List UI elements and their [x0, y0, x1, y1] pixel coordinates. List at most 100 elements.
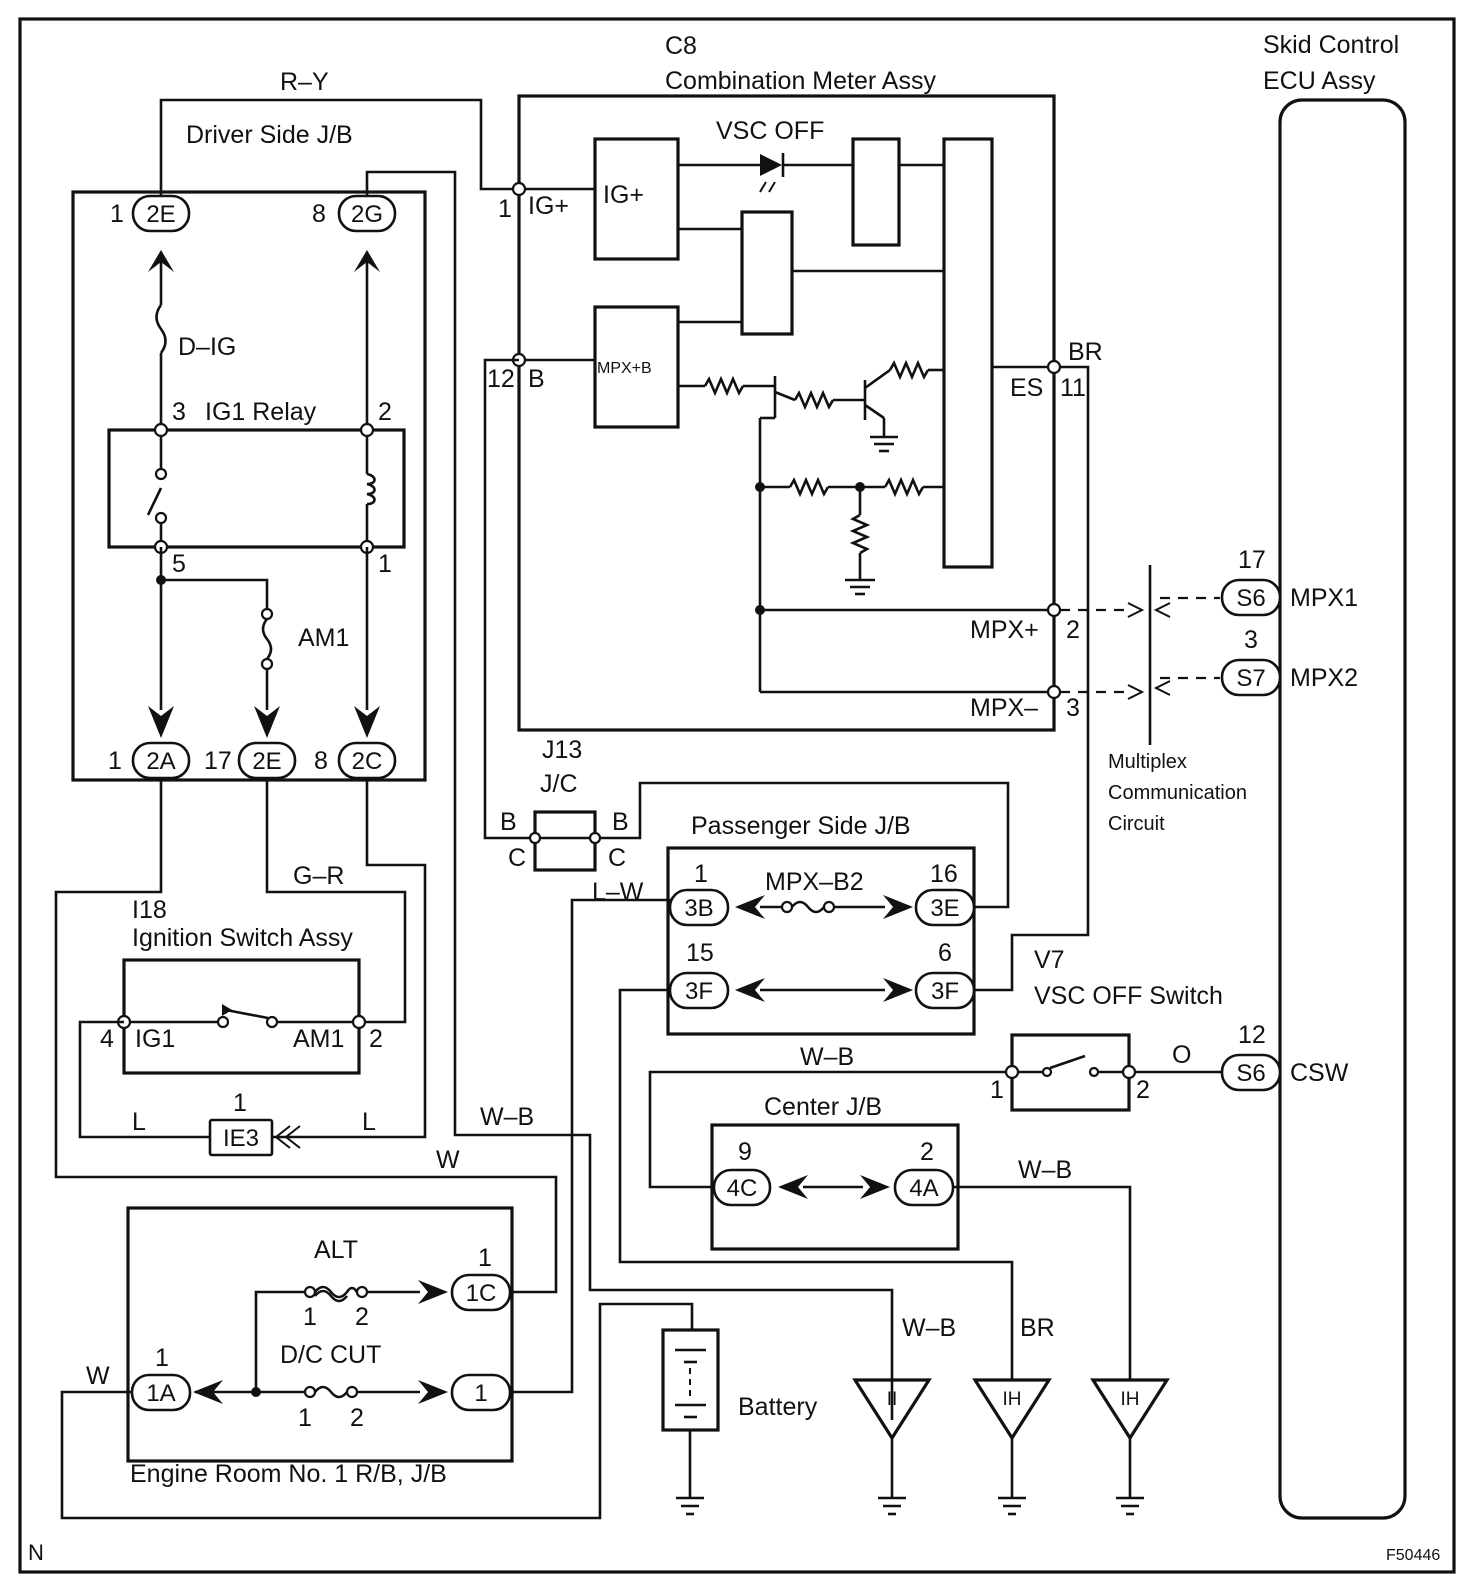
alt-fuse [313, 1285, 359, 1299]
resistor-5 [883, 476, 925, 498]
switch-term-ig1: IG1 [135, 1025, 175, 1053]
arrow-2E-top [148, 250, 174, 272]
skid-ecu-title-1: Skid Control [1263, 31, 1399, 59]
pin-3F-left: 15 [686, 939, 714, 967]
relay-pin-1: 1 [378, 550, 392, 578]
ecu-term-mpx2: MPX2 [1290, 664, 1358, 692]
vsc-pin-2: 2 [1136, 1076, 1150, 1104]
alt-pin-2: 2 [355, 1303, 369, 1331]
l-wire-label-left: L [132, 1108, 146, 1136]
ground-IH-1-label: IH [1003, 1389, 1022, 1410]
pin-1C: 1 [478, 1244, 492, 1272]
vsc-switch-code: V7 [1034, 946, 1065, 974]
mpx-b-box-label: MPX+B [597, 360, 652, 377]
meter-term-b: B [528, 365, 545, 393]
skid-control-ecu-body [1278, 98, 1407, 1520]
connector-3F-right-label: 3F [931, 978, 959, 1005]
combination-meter-box [517, 94, 1056, 732]
pin-ie3: 1 [233, 1089, 247, 1117]
am1-fuse [261, 618, 273, 660]
connector-3E-label: 3E [930, 895, 959, 922]
jc-pin-b-left: B [500, 808, 517, 836]
w-b-wire-label-ii: W–B [902, 1314, 956, 1342]
connector-S6-mpx1-label: S6 [1236, 585, 1265, 612]
connector-4C [712, 1168, 772, 1207]
w-b-wire-label-right: W–B [1018, 1156, 1072, 1184]
jc-pin-c-left: C [508, 844, 526, 872]
connector-2A-label: 2A [146, 748, 175, 775]
alt-pin-1: 1 [303, 1303, 317, 1331]
arrow-2C [354, 706, 380, 738]
ignition-switch-box [122, 958, 361, 1075]
connector-2E-bottom-label: 2E [252, 748, 281, 775]
ig-plus-box-label: IG+ [603, 181, 644, 209]
ground-II-label: II [887, 1389, 898, 1410]
connector-3B [668, 888, 730, 927]
combination-meter-title: Combination Meter Assy [665, 67, 936, 95]
footer-code: F50446 [1386, 1547, 1440, 1564]
arrow-2E-bottom [254, 706, 280, 738]
connector-3F-left-label: 3F [685, 978, 713, 1005]
vsc-off-led-icon [760, 154, 782, 176]
br-wire-label-bottom: BR [1020, 1314, 1055, 1342]
multiplex-label-3: Circuit [1108, 813, 1165, 835]
pin-2A: 1 [108, 747, 122, 775]
center-jb-title: Center J/B [764, 1093, 882, 1121]
dc-cut-fuse-label: D/C CUT [280, 1341, 381, 1369]
connector-S6-csw [1220, 1053, 1282, 1092]
mpx-b2-fuse-label: MPX–B2 [765, 868, 864, 896]
ecu-term-mpx1: MPX1 [1290, 584, 1358, 612]
meter-pin-12: 12 [487, 365, 515, 393]
pin-2E-bottom: 17 [204, 747, 232, 775]
connector-3F-right [914, 971, 976, 1010]
jc-pin-b-right: B [612, 808, 629, 836]
multiplex-label-1: Multiplex [1108, 751, 1187, 773]
connector-3E [914, 888, 976, 927]
meter-term-mpx-minus: MPX– [970, 694, 1038, 722]
g-r-wire-label: G–R [293, 862, 344, 890]
vsc-pin-1: 1 [990, 1076, 1004, 1104]
connector-2G-label: 2G [351, 201, 383, 228]
arrow-1 [418, 1380, 448, 1404]
ignition-switch-code: I18 [132, 896, 167, 924]
c8-code: C8 [665, 32, 697, 60]
ig1-relay-box [107, 428, 406, 549]
pin-4A: 2 [920, 1138, 934, 1166]
relay-pin-2: 2 [378, 398, 392, 426]
meter-pin-1: 1 [498, 195, 512, 223]
am1-fuse-label: AM1 [298, 624, 349, 652]
connector-1A-label: 1A [146, 1380, 175, 1407]
relay-pin-5: 5 [172, 550, 186, 578]
connector-4A-label: 4A [909, 1175, 938, 1202]
mid-logic-box [740, 210, 794, 336]
meter-term-es: ES [1010, 374, 1043, 402]
ig-plus-box [593, 137, 680, 261]
pin-3F-right: 6 [938, 939, 952, 967]
resistor-1 [703, 375, 745, 397]
pin-s6-17: 17 [1238, 546, 1266, 574]
connector-4C-label: 4C [727, 1175, 758, 1202]
pin-1A: 1 [155, 1344, 169, 1372]
pin-2C: 8 [314, 747, 328, 775]
passenger-side-jb-box [666, 846, 976, 1036]
driver-side-jb-box [71, 190, 427, 782]
arrow-1A [193, 1380, 223, 1404]
meter-pin-3: 3 [1066, 694, 1080, 722]
vsc-switch-title: VSC OFF Switch [1034, 982, 1223, 1010]
dc-pin-2: 2 [350, 1404, 364, 1432]
connector-2G [337, 194, 397, 233]
mpx-b-box [593, 305, 680, 429]
connector-1C [450, 1273, 512, 1312]
pin-s7-3: 3 [1244, 626, 1258, 654]
connector-S6-csw-label: S6 [1236, 1060, 1265, 1087]
connector-S7-mpx2 [1220, 658, 1282, 697]
resistor-4 [788, 476, 830, 498]
footer-n: N [28, 1540, 44, 1565]
resistor-3 [888, 359, 930, 381]
arrow-1C [418, 1280, 448, 1304]
connector-IE3 [208, 1118, 274, 1157]
dc-cut-fuse [313, 1385, 349, 1399]
mpx-b2-fuse [790, 900, 826, 914]
connector-1-label: 1 [474, 1380, 487, 1407]
